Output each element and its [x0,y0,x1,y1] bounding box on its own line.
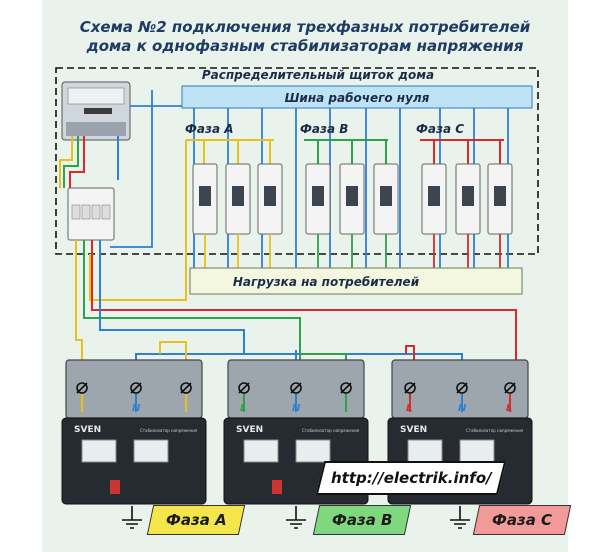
site-watermark-text: http://electrik.info/ [330,469,492,487]
neutral-bus-label: Шина рабочего нуля [285,91,430,105]
stabilizer-c-meter-1 [407,439,443,463]
breaker-b3 [373,163,399,235]
breaker-b1 [305,163,331,235]
meter-display [67,87,125,105]
breaker-a2 [225,163,251,235]
neutral-bus [181,85,533,109]
stabilizer-c-meter-2 [459,439,495,463]
phase-b-label: Фаза В [300,122,348,136]
main-breaker-lever-1 [71,204,81,220]
stabilizer-a-caption: Стабилизатор напряжения [140,428,198,433]
stabilizer-c-caption: Стабилизатор напряжения [466,428,524,433]
phase-a-busbar [89,139,274,301]
phase-c-label: Фаза С [416,122,464,136]
stabilizer-a-brand: SVEN [74,425,101,435]
phase-a-tag-text: Фаза А [165,511,227,529]
load-box [189,267,523,295]
breaker-a1 [192,163,218,235]
distribution-board-frame [55,67,539,255]
stabilizer-b-power-switch [272,480,282,494]
terminal-n-c: N [458,403,467,414]
terminal-n-b: N [292,403,301,414]
breaker-a3 [257,163,283,235]
diagram-title: Схема №2 подключения трехфазных потребит… [42,18,568,56]
stabilizer-a-meter-1 [81,439,117,463]
breaker-c1 [421,163,447,235]
phase-b-busbar [304,139,388,164]
phase-c-tag-text: Фаза С [491,511,553,529]
distribution-board-label: Распределительный щиток дома [202,68,434,82]
terminal-l-c: L [406,403,412,414]
stabilizer-b-caption: Стабилизатор напряжения [302,428,360,433]
breaker-output-wires [204,234,501,268]
phase-c-tag: Фаза С [472,505,572,535]
title-line-2: дома к однофазным стабилизаторам напряже… [86,37,524,55]
terminal-l-b: L [240,403,246,414]
stabilizer-b-brand: SVEN [236,425,263,435]
terminal-n-a: N [132,403,141,414]
site-watermark: http://electrik.info/ [315,461,507,495]
breaker-b2 [339,163,365,235]
phase-a-tag: Фаза А [146,505,246,535]
phase-b-tag-text: Фаза В [331,511,393,529]
stabilizer-c-brand: SVEN [400,425,427,435]
load-label: Нагрузка на потребителей [233,275,420,289]
stabilizer-a-power-switch [110,480,120,494]
stabilizer-b-meter-2 [295,439,331,463]
terminal-stub-wires [81,394,511,412]
phase-b-tag: Фаза В [312,505,412,535]
phase-a-label: Фаза А [185,122,234,136]
main-breaker-lever-2 [81,204,91,220]
stabilizer-a: SVEN Стабилизатор напряжения [61,359,207,505]
stabilizer-b-meter-1 [243,439,279,463]
stabilizer-a-meter-2 [133,439,169,463]
meter-counter [84,108,112,114]
breaker-c3 [487,163,513,235]
neutral-branch-wires [110,90,509,268]
ground-symbols [122,506,470,529]
main-breaker-lever-3 [91,204,101,220]
phase-c-busbar [420,139,504,164]
circuit-breakers [192,163,513,235]
title-line-1: Схема №2 подключения трехфазных потребит… [79,18,531,36]
meter-to-breaker-wires [59,136,119,188]
meter-terminal-block [66,122,126,136]
terminal-l-c2: L [506,403,512,414]
main-breaker-lever-4 [101,204,111,220]
breaker-c2 [455,163,481,235]
stabilizer-terminals [76,382,516,394]
